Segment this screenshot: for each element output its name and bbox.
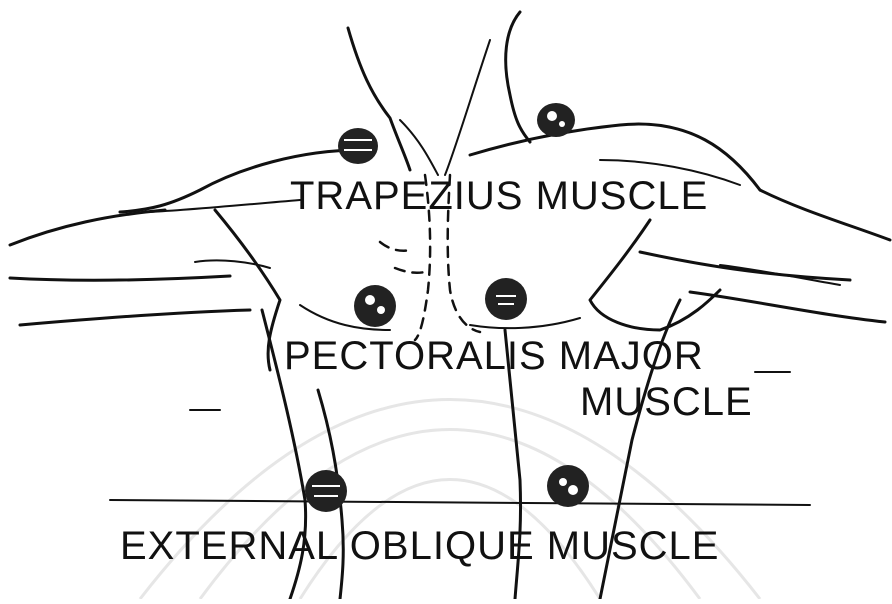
left-arm-middle bbox=[10, 276, 230, 280]
neck-sternal-line bbox=[445, 40, 490, 175]
pectoral-dash-left bbox=[380, 242, 412, 251]
electrode-left-oblique bbox=[305, 470, 347, 512]
electrode-right-trapezius bbox=[537, 103, 575, 137]
pectoral-dash-mid bbox=[395, 268, 425, 273]
pectoralis-major-label: PECTORALIS MAJOR bbox=[284, 336, 704, 376]
right-biceps-line bbox=[720, 265, 840, 285]
pectoralis-muscle-label: MUSCLE bbox=[580, 382, 753, 422]
left-arm-lower bbox=[20, 310, 250, 325]
oblique-band-top bbox=[110, 500, 810, 505]
electrode-right-oblique bbox=[547, 465, 589, 507]
trapezius-muscle-label: TRAPEZIUS MUSCLE bbox=[290, 176, 708, 216]
electrode-left-trapezius bbox=[338, 128, 378, 164]
right-arm-middle bbox=[640, 252, 850, 280]
electrode-right-pectoralis bbox=[485, 278, 527, 320]
right-pectoral-lower bbox=[470, 318, 580, 328]
electrode-left-pectoralis bbox=[354, 285, 396, 327]
neck-inner-line bbox=[400, 120, 438, 175]
watermark-seal bbox=[140, 400, 760, 600]
right-chest-outline bbox=[590, 220, 720, 330]
right-arm-upper bbox=[760, 190, 890, 240]
neck-right-line bbox=[506, 12, 530, 142]
right-arm-lower bbox=[690, 292, 885, 322]
external-oblique-muscle-label: EXTERNAL OBLIQUE MUSCLE bbox=[120, 526, 719, 566]
left-arm-upper bbox=[10, 210, 165, 245]
